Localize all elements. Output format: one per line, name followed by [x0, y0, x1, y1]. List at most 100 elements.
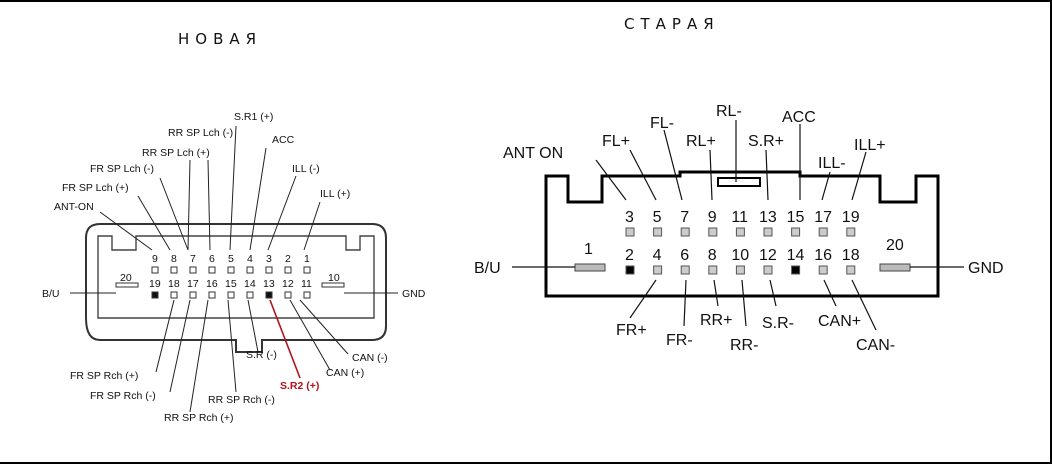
old-pin-slot: [625, 227, 635, 237]
old-pin-number: 18: [842, 247, 860, 264]
new-label-fr-sp-lch-minus: FR SP Lch (-): [90, 163, 154, 175]
new-pin-number: 9: [152, 253, 158, 265]
old-pin-slot: [680, 227, 690, 237]
new-pin-slot: [189, 291, 197, 299]
new-label-sr1-plus: S.R1 (+): [234, 111, 273, 123]
new-pin-slot: [208, 266, 216, 274]
new-housing-outline: [85, 223, 387, 353]
old-label-sr-plus: S.R+: [748, 133, 784, 150]
old-pin-slot: [708, 227, 718, 237]
old-pin-number: 12: [759, 247, 777, 264]
old-label-sr-minus: S.R-: [762, 315, 794, 332]
new-pin-number: 5: [228, 253, 234, 265]
old-pin-number: 16: [814, 247, 832, 264]
new-label-ill-minus: ILL (-): [292, 163, 320, 175]
old-pin-number: 3: [625, 209, 634, 226]
old-label-ant-on: ANT ON: [503, 145, 563, 162]
old-pin-1-number: 1: [584, 241, 593, 258]
new-connector-title: НОВАЯ: [178, 30, 263, 48]
new-pin-slot: [151, 291, 159, 299]
new-pin-number: 19: [149, 278, 161, 290]
old-label-can-minus: CAN-: [856, 337, 895, 354]
new-label-fr-sp-lch-plus: FR SP Lch (+): [62, 182, 129, 194]
old-label-bu: B/U: [474, 260, 501, 277]
old-pin-slot: [625, 265, 635, 275]
new-pin-number: 17: [187, 278, 199, 290]
old-pin-slot: [763, 227, 773, 237]
new-label-acc: ACC: [272, 134, 295, 146]
new-label-ant-on: ANT-ON: [54, 201, 94, 213]
new-pin-20-number: 20: [120, 272, 132, 284]
old-pin-number: 4: [653, 247, 662, 264]
old-pin-slot: [818, 227, 828, 237]
old-label-fr-plus: FR+: [616, 322, 647, 339]
old-label-acc: ACC: [782, 109, 816, 126]
old-pin-number: 14: [787, 247, 805, 264]
new-label-rr-sp-lch-minus: RR SP Lch (-): [168, 127, 233, 139]
new-pin-slot: [303, 291, 311, 299]
new-pin-number: 18: [168, 278, 180, 290]
new-pin-number: 3: [266, 253, 272, 265]
new-pin-number: 4: [247, 253, 253, 265]
new-pin-slot: [265, 266, 273, 274]
new-pin-number: 1: [304, 253, 310, 265]
new-label-rr-sp-rch-minus: RR SP Rch (-): [208, 394, 275, 406]
old-pin-slot: [791, 227, 801, 237]
new-pin-slot: [303, 266, 311, 274]
new-pin-slot: [189, 266, 197, 274]
old-pin-number: 19: [842, 209, 860, 226]
old-pin-slot: [846, 227, 856, 237]
old-label-rl-plus: RL+: [686, 133, 716, 150]
old-pin-slot: [846, 265, 856, 275]
new-pin-slot: [246, 266, 254, 274]
new-label-sr2-plus: S.R2 (+): [280, 380, 319, 392]
new-label-can-minus: CAN (-): [352, 352, 388, 364]
new-pin-slot: [246, 291, 254, 299]
top-border: [0, 0, 1052, 2]
new-pin-slot: [227, 266, 235, 274]
old-pin-number: 17: [814, 209, 832, 226]
old-pin-number: 2: [625, 247, 634, 264]
new-pin-slot: [265, 291, 273, 299]
new-pin-slot: [227, 291, 235, 299]
old-pin-1-slot: [574, 263, 606, 272]
new-pin-slot: [151, 266, 159, 274]
new-bottom-leaders: [155, 299, 349, 413]
old-label-ill-plus: ILL+: [854, 137, 886, 154]
new-pin-slot: [170, 266, 178, 274]
new-pin-number: 14: [244, 278, 256, 290]
old-pin-slot: [735, 227, 745, 237]
old-pin-slot: [708, 265, 718, 275]
old-bottom-leaders: [629, 279, 877, 331]
new-pin-number: 16: [206, 278, 218, 290]
new-pin-slot: [284, 291, 292, 299]
old-label-rl-minus: RL-: [716, 103, 742, 120]
new-pin-slot: [208, 291, 216, 299]
new-sr2-leader: [269, 299, 301, 379]
bottom-border: [0, 462, 1052, 464]
old-label-rr-plus: RR+: [700, 312, 732, 329]
new-label-rr-sp-rch-plus: RR SP Rch (+): [164, 412, 234, 424]
old-pin-number: 7: [680, 209, 689, 226]
new-pin-number: 12: [282, 278, 294, 290]
old-latch: [717, 177, 761, 187]
old-connector-title: СТАРАЯ: [624, 15, 720, 33]
old-pin-slot: [791, 265, 801, 275]
old-pin-slot: [680, 265, 690, 275]
new-top-leaders: [99, 125, 321, 251]
new-inner-frame: [97, 235, 375, 319]
right-border: [1050, 0, 1052, 464]
new-pin-slot: [284, 266, 292, 274]
old-label-can-plus: CAN+: [818, 313, 861, 330]
old-pin-slot: [653, 265, 663, 275]
old-pin-slot: [763, 265, 773, 275]
old-pin-20-number: 20: [886, 237, 904, 254]
old-pin-number: 6: [680, 247, 689, 264]
new-pin-number: 8: [171, 253, 177, 265]
old-pin-number: 8: [708, 247, 717, 264]
old-label-ill-minus: ILL-: [818, 155, 846, 172]
new-pin-number: 7: [190, 253, 196, 265]
